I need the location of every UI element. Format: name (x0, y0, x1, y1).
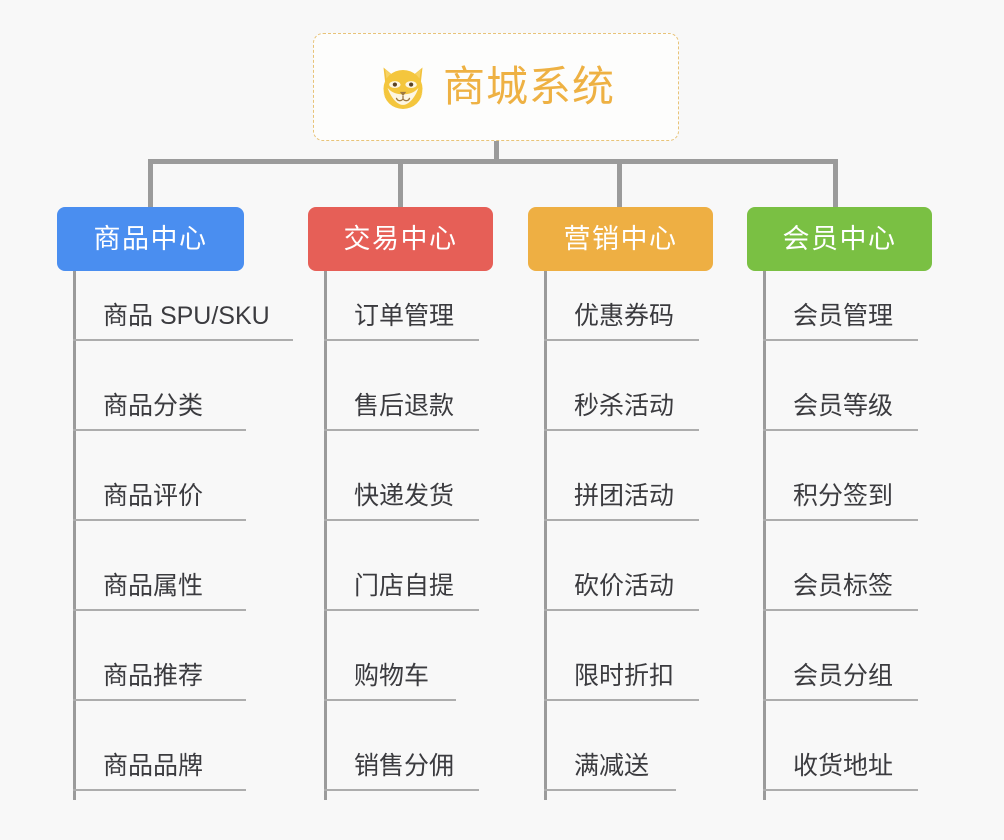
root-title: 商城系统 (442, 63, 615, 110)
leaf-label: 拼团活动 (574, 482, 675, 510)
shiba-dog-face-icon (383, 67, 423, 109)
leaf-label: 会员分组 (793, 662, 894, 690)
connector-drop-1 (148, 159, 153, 209)
leaf-underline (763, 789, 918, 791)
leaf-item[interactable]: 商品 SPU/SKU (73, 251, 293, 341)
leaf-label: 商品属性 (103, 572, 204, 600)
connector-bus (148, 159, 838, 164)
leaf-item[interactable]: 商品评价 (73, 431, 246, 521)
leaf-item[interactable]: 会员分组 (763, 611, 918, 701)
leaf-label: 积分签到 (793, 482, 894, 510)
leaf-item[interactable]: 满减送 (544, 701, 676, 791)
trunk-line (324, 271, 327, 800)
category-box-marketing-center[interactable]: 营销中心 (528, 207, 713, 271)
leaf-underline (324, 699, 456, 701)
category-label: 会员中心 (782, 223, 897, 254)
leaf-underline (324, 429, 479, 431)
leaf-item[interactable]: 商品分类 (73, 341, 246, 431)
leaf-underline (73, 789, 246, 791)
category-box-product-center[interactable]: 商品中心 (57, 207, 244, 271)
category-label: 交易中心 (343, 223, 458, 254)
leaf-label: 限时折扣 (574, 662, 675, 690)
leaf-label: 订单管理 (354, 302, 455, 330)
leaf-label: 砍价活动 (574, 572, 675, 600)
category-box-member-center[interactable]: 会员中心 (747, 207, 932, 271)
connector-root-stem (494, 141, 499, 163)
leaf-underline (73, 429, 246, 431)
leaf-label: 商品推荐 (103, 662, 204, 690)
leaf-underline (73, 339, 293, 341)
leaf-underline (544, 429, 699, 431)
leaf-item[interactable]: 快递发货 (324, 431, 479, 521)
leaf-item[interactable]: 订单管理 (324, 251, 479, 341)
leaf-label: 会员管理 (793, 302, 894, 330)
connector-drop-3 (617, 159, 622, 209)
leaf-item[interactable]: 会员标签 (763, 521, 918, 611)
leaf-underline (73, 609, 246, 611)
leaf-label: 购物车 (354, 662, 430, 690)
leaf-label: 售后退款 (354, 392, 455, 420)
leaf-underline (324, 519, 479, 521)
leaf-underline (544, 609, 699, 611)
leaf-label: 门店自提 (354, 572, 455, 600)
leaf-label: 会员等级 (793, 392, 894, 420)
leaf-underline (73, 699, 246, 701)
category-label: 商品中心 (93, 223, 208, 254)
leaf-item[interactable]: 门店自提 (324, 521, 479, 611)
root-node[interactable]: 商城系统 (313, 33, 679, 141)
leaf-underline (763, 519, 918, 521)
leaf-item[interactable]: 积分签到 (763, 431, 918, 521)
leaf-label: 会员标签 (793, 572, 894, 600)
leaf-item[interactable]: 拼团活动 (544, 431, 699, 521)
leaf-label: 快递发货 (354, 482, 455, 510)
leaf-label: 满减送 (574, 752, 650, 780)
leaf-item[interactable]: 商品属性 (73, 521, 246, 611)
leaf-item[interactable]: 售后退款 (324, 341, 479, 431)
leaf-label: 商品评价 (103, 482, 204, 510)
leaf-label: 秒杀活动 (574, 392, 675, 420)
leaf-underline (324, 609, 479, 611)
trunk-line (544, 271, 547, 800)
leaf-item[interactable]: 砍价活动 (544, 521, 699, 611)
leaf-underline (763, 699, 918, 701)
leaf-label: 收货地址 (793, 752, 894, 780)
leaf-item[interactable]: 购物车 (324, 611, 456, 701)
leaf-item[interactable]: 优惠券码 (544, 251, 699, 341)
leaf-label: 销售分佣 (354, 752, 455, 780)
leaf-item[interactable]: 商品推荐 (73, 611, 246, 701)
leaf-underline (763, 429, 918, 431)
leaf-item[interactable]: 会员管理 (763, 251, 918, 341)
leaf-underline (544, 519, 699, 521)
leaf-underline (324, 339, 479, 341)
leaf-label: 商品分类 (103, 392, 204, 420)
leaf-item[interactable]: 销售分佣 (324, 701, 479, 791)
trunk-line (73, 271, 76, 800)
leaf-item[interactable]: 限时折扣 (544, 611, 699, 701)
leaf-item[interactable]: 收货地址 (763, 701, 918, 791)
leaf-item[interactable]: 商品品牌 (73, 701, 246, 791)
category-label: 营销中心 (563, 223, 678, 254)
category-box-trade-center[interactable]: 交易中心 (308, 207, 493, 271)
leaf-underline (763, 339, 918, 341)
connector-drop-2 (398, 159, 403, 209)
trunk-line (763, 271, 766, 800)
leaf-underline (763, 609, 918, 611)
leaf-item[interactable]: 会员等级 (763, 341, 918, 431)
leaf-underline (544, 339, 699, 341)
leaf-label: 优惠券码 (574, 302, 675, 330)
leaf-label: 商品品牌 (103, 752, 204, 780)
leaf-underline (73, 519, 246, 521)
leaf-label: 商品 SPU/SKU (103, 302, 270, 330)
leaf-underline (544, 789, 676, 791)
leaf-underline (544, 699, 699, 701)
connector-drop-4 (833, 159, 838, 209)
leaf-underline (324, 789, 479, 791)
leaf-item[interactable]: 秒杀活动 (544, 341, 699, 431)
